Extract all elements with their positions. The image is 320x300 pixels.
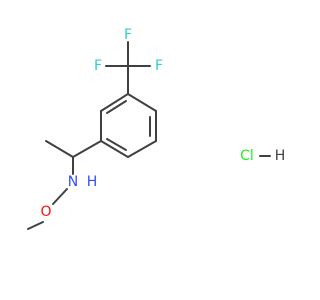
- structure-diagram: F F F N H O Cl H: [27, 27, 286, 230]
- ring-bond-1: [127, 93, 157, 112]
- fluorine-right-label: F: [155, 58, 163, 74]
- ring-double-bond-2: [106, 138, 127, 151]
- nitrogen-label: N: [68, 174, 78, 190]
- hcl-hydrogen-label: H: [275, 148, 286, 164]
- molecule-canvas: F F F N H O Cl H: [27, 27, 286, 230]
- methyl-bond: [45, 140, 74, 158]
- ring-bond-4: [100, 140, 129, 158]
- chlorine-label: Cl: [240, 148, 254, 164]
- ring-bond-6: [100, 93, 129, 112]
- o-to-methyl-bond: [27, 221, 44, 230]
- fluorine-left-label: F: [94, 58, 102, 74]
- amine-hydrogen-label: H: [87, 174, 98, 190]
- n-to-o-bond: [52, 188, 68, 205]
- fluorine-top-label: F: [124, 27, 132, 43]
- ring-bond-3: [127, 140, 157, 158]
- ring-to-chiral-bond: [72, 140, 102, 158]
- oxygen-label: O: [40, 204, 51, 220]
- ring-double-bond-3: [106, 100, 127, 114]
